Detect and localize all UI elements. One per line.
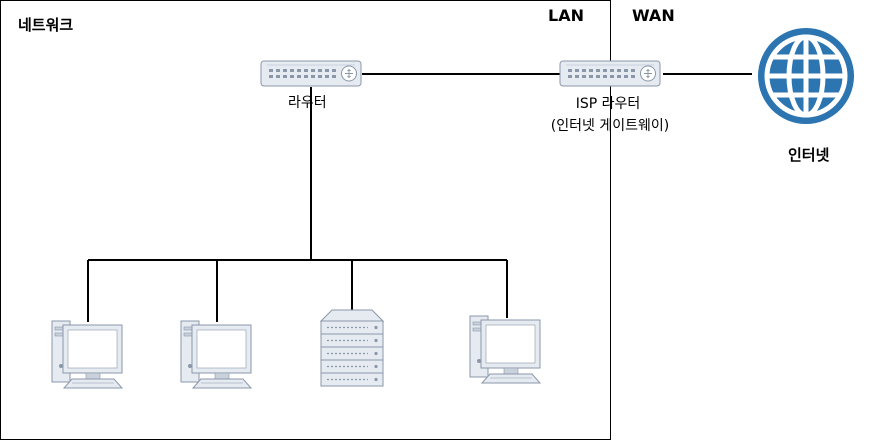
network-label: 네트워크	[18, 16, 74, 34]
router-icon	[260, 60, 362, 87]
internet-label: 인터넷	[788, 146, 830, 164]
network-boundary	[0, 0, 611, 440]
wan-label: WAN	[632, 6, 675, 25]
globe-icon	[758, 28, 854, 124]
connection-lines	[87, 73, 752, 322]
router-label: 라우터	[288, 95, 327, 111]
desktop-pc-icon	[180, 320, 252, 389]
desktop-pc-icon	[51, 320, 123, 389]
server-rack-icon	[319, 309, 385, 387]
desktop-pc-icon	[469, 315, 541, 384]
isp-router-icon	[559, 60, 661, 87]
isp-router-label: ISP 라우터	[575, 96, 641, 112]
isp-router-sublabel: (인터넷 게이트웨이)	[550, 118, 670, 134]
lan-label: LAN	[548, 6, 584, 25]
